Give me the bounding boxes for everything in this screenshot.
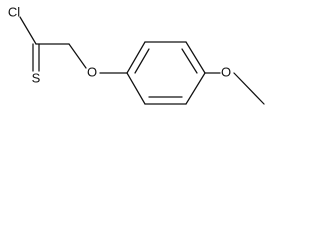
ether-oxygen-label: O [87, 64, 97, 79]
methoxy-oxygen-label: O [221, 64, 231, 79]
structure-svg: Cl S O O [8, 4, 265, 105]
sulfur-label: S [32, 70, 41, 85]
bond-ome-oxygen-methyl [233, 72, 265, 105]
chemical-structure-diagram: Cl S O O [0, 0, 277, 116]
chlorine-label: Cl [8, 4, 20, 19]
ring-bond-4 [185, 72, 206, 105]
bond-ch2-o [68, 43, 87, 69]
ring-bond-3 [185, 41, 206, 74]
ring-inner-bond-2 [181, 48, 198, 74]
ring-bond-6 [126, 72, 146, 105]
bond-c1-cl [19, 16, 37, 45]
ring-inner-bond-1 [134, 48, 150, 74]
ring-bond-1 [126, 41, 146, 74]
